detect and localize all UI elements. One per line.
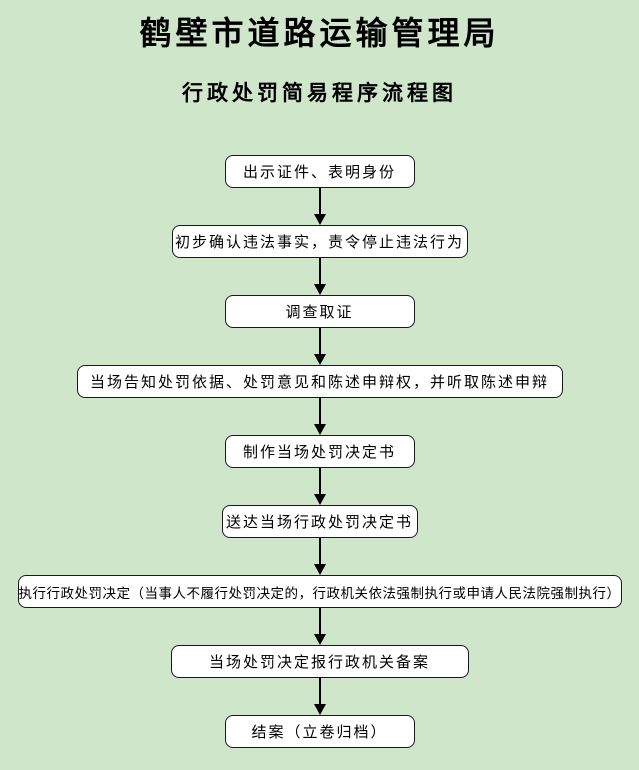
flow-step-confirm-violation: 初步确认违法事实，责令停止违法行为 — [171, 225, 468, 258]
down-arrow-connector — [313, 608, 326, 645]
org-title: 鹤壁市道路运输管理局 — [139, 14, 500, 52]
arrow-down-icon — [313, 704, 326, 715]
arrow-down-icon — [313, 424, 326, 435]
flowchart: 出示证件、表明身份 初步确认违法事实，责令停止违法行为 调查取证 当场告知处罚依… — [0, 155, 639, 748]
down-arrow-connector — [313, 398, 326, 435]
arrow-down-icon — [313, 494, 326, 505]
arrow-line — [318, 258, 321, 284]
flow-step-report-for-record: 当场处罚决定报行政机关备案 — [170, 645, 469, 678]
flow-step-enforce-decision: 执行行政处罚决定（当事人不履行处罚决定的，行政机关依法强制执行或申请人民法院强制… — [17, 575, 622, 608]
arrow-down-icon — [313, 214, 326, 225]
down-arrow-connector — [313, 258, 326, 295]
arrow-line — [318, 468, 321, 494]
down-arrow-connector — [313, 538, 326, 575]
arrow-down-icon — [313, 634, 326, 645]
arrow-line — [318, 188, 321, 214]
arrow-line — [318, 398, 321, 424]
down-arrow-connector — [313, 678, 326, 715]
flow-step-notify-and-hear-statement: 当场告知处罚依据、处罚意见和陈述申辩权，并听取陈述申辩 — [76, 365, 563, 398]
down-arrow-connector — [313, 468, 326, 505]
arrow-down-icon — [313, 564, 326, 575]
arrow-down-icon — [313, 284, 326, 295]
arrow-line — [318, 328, 321, 354]
flow-step-show-credentials: 出示证件、表明身份 — [224, 155, 415, 188]
arrow-down-icon — [313, 354, 326, 365]
flow-step-investigate-evidence: 调查取证 — [224, 295, 415, 328]
flow-step-deliver-decision: 送达当场行政处罚决定书 — [221, 505, 418, 538]
arrow-line — [318, 538, 321, 564]
down-arrow-connector — [313, 188, 326, 225]
flow-step-make-decision-document: 制作当场处罚决定书 — [224, 435, 415, 468]
arrow-line — [318, 608, 321, 634]
chart-title: 行政处罚简易程序流程图 — [182, 81, 457, 106]
arrow-line — [318, 678, 321, 704]
flow-step-close-case: 结案（立卷归档） — [224, 715, 415, 748]
down-arrow-connector — [313, 328, 326, 365]
